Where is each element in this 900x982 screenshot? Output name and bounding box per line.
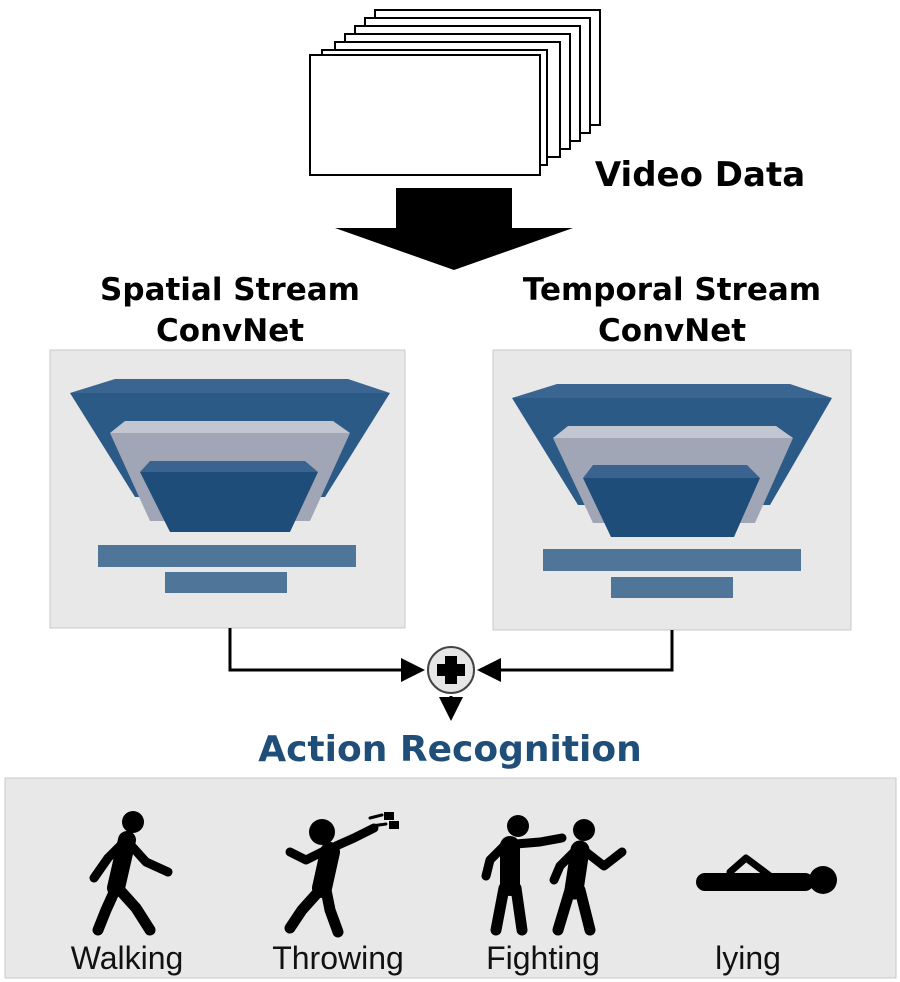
plus-icon	[427, 646, 475, 694]
action-label-fighting: Fighting	[486, 940, 600, 976]
action-label-throwing: Throwing	[272, 940, 404, 976]
throwing-person-icon	[284, 812, 399, 938]
action-label-lying: lying	[715, 940, 781, 976]
temporal-stream-title-line2: ConvNet	[597, 313, 747, 349]
fighting-people-icon	[481, 815, 627, 936]
spatial-stream-title-line1: Spatial Stream	[100, 272, 360, 308]
action-recognition-title: Action Recognition	[258, 729, 642, 770]
spatial-convnet-panel	[49, 349, 406, 629]
fusion-connectors	[228, 628, 674, 721]
spatial-stream-title-line2: ConvNet	[155, 313, 305, 349]
spatial-stream-title: Spatial Stream ConvNet	[50, 270, 410, 352]
temporal-convnet-panel	[492, 349, 852, 631]
lying-person-icon	[696, 854, 837, 894]
video-data-label: Video Data	[594, 155, 806, 195]
walking-person-icon	[89, 811, 173, 936]
temporal-stream-title: Temporal Stream ConvNet	[492, 270, 852, 352]
down-arrow-icon	[335, 188, 573, 270]
action-label-walking: Walking	[70, 940, 184, 976]
video-frames-icon	[309, 9, 601, 176]
temporal-stream-title-line1: Temporal Stream	[522, 272, 822, 308]
